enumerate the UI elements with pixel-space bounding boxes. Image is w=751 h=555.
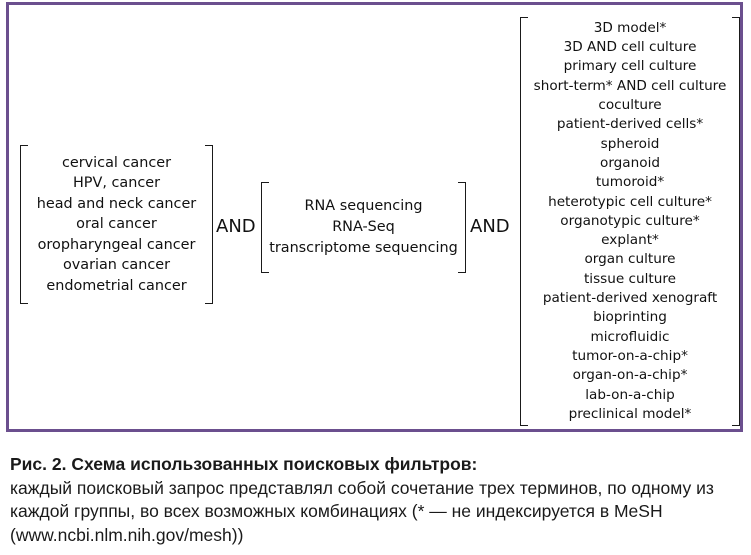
term-list: 3D model* 3D AND cell culture primary cell… — [520, 17, 740, 426]
search-term: explant* — [601, 232, 659, 249]
caption-text: каждый поисковый запрос представлял собо… — [10, 477, 714, 545]
search-term: tumoroid* — [595, 174, 665, 191]
search-term: oral cancer — [76, 216, 157, 233]
search-term: microfluidic — [590, 328, 670, 345]
search-term: transcriptome sequencing — [269, 240, 458, 256]
search-term: primary cell culture — [563, 58, 697, 75]
left-bracket — [261, 182, 269, 273]
search-term: organoid — [600, 154, 660, 171]
search-term: short-term* AND cell culture — [533, 77, 727, 94]
left-bracket — [520, 17, 528, 426]
left-bracket — [20, 145, 28, 304]
search-term: organotypic culture* — [560, 212, 700, 229]
search-term: cervical cancer — [61, 154, 172, 171]
search-term: preclinical model* — [568, 405, 692, 422]
search-term: tumor-on-a-chip* — [572, 347, 688, 364]
caption-title: Рис. 2. Схема использованных поисковых ф… — [10, 454, 478, 474]
search-term: coculture — [598, 97, 662, 114]
search-term: RNA sequencing — [304, 198, 423, 214]
search-term: endometrial cancer — [46, 277, 187, 294]
search-term: spheroid — [600, 135, 660, 152]
right-bracket — [205, 145, 213, 304]
search-term: 3D model* — [593, 19, 667, 36]
right-bracket — [458, 182, 466, 273]
search-term: ovarian cancer — [62, 257, 171, 274]
search-term: RNA-Seq — [332, 219, 395, 235]
search-term: 3D AND cell culture — [563, 39, 697, 56]
search-term: heterotypic cell culture* — [548, 193, 712, 210]
term-group-models: 3D model* 3D AND cell culture primary cell… — [520, 17, 740, 426]
search-term: organ culture — [584, 251, 676, 268]
search-term: patient-derived cells* — [556, 116, 704, 133]
right-bracket — [732, 17, 740, 426]
search-term: HPV, cancer — [72, 175, 161, 192]
and-operator-1: AND — [216, 216, 256, 237]
figure-caption: Рис. 2. Схема использованных поисковых ф… — [10, 453, 746, 547]
search-term: patient-derived xenograft — [542, 290, 718, 307]
search-term: bioprinting — [593, 309, 667, 326]
search-term: tissue culture — [583, 270, 677, 287]
and-operator-2: AND — [470, 216, 510, 237]
search-term: organ-on-a-chip* — [572, 367, 688, 384]
search-term: lab-on-a-chip — [585, 386, 675, 403]
search-term: head and neck cancer — [36, 195, 197, 212]
search-term: oropharyngeal cancer — [37, 236, 196, 253]
